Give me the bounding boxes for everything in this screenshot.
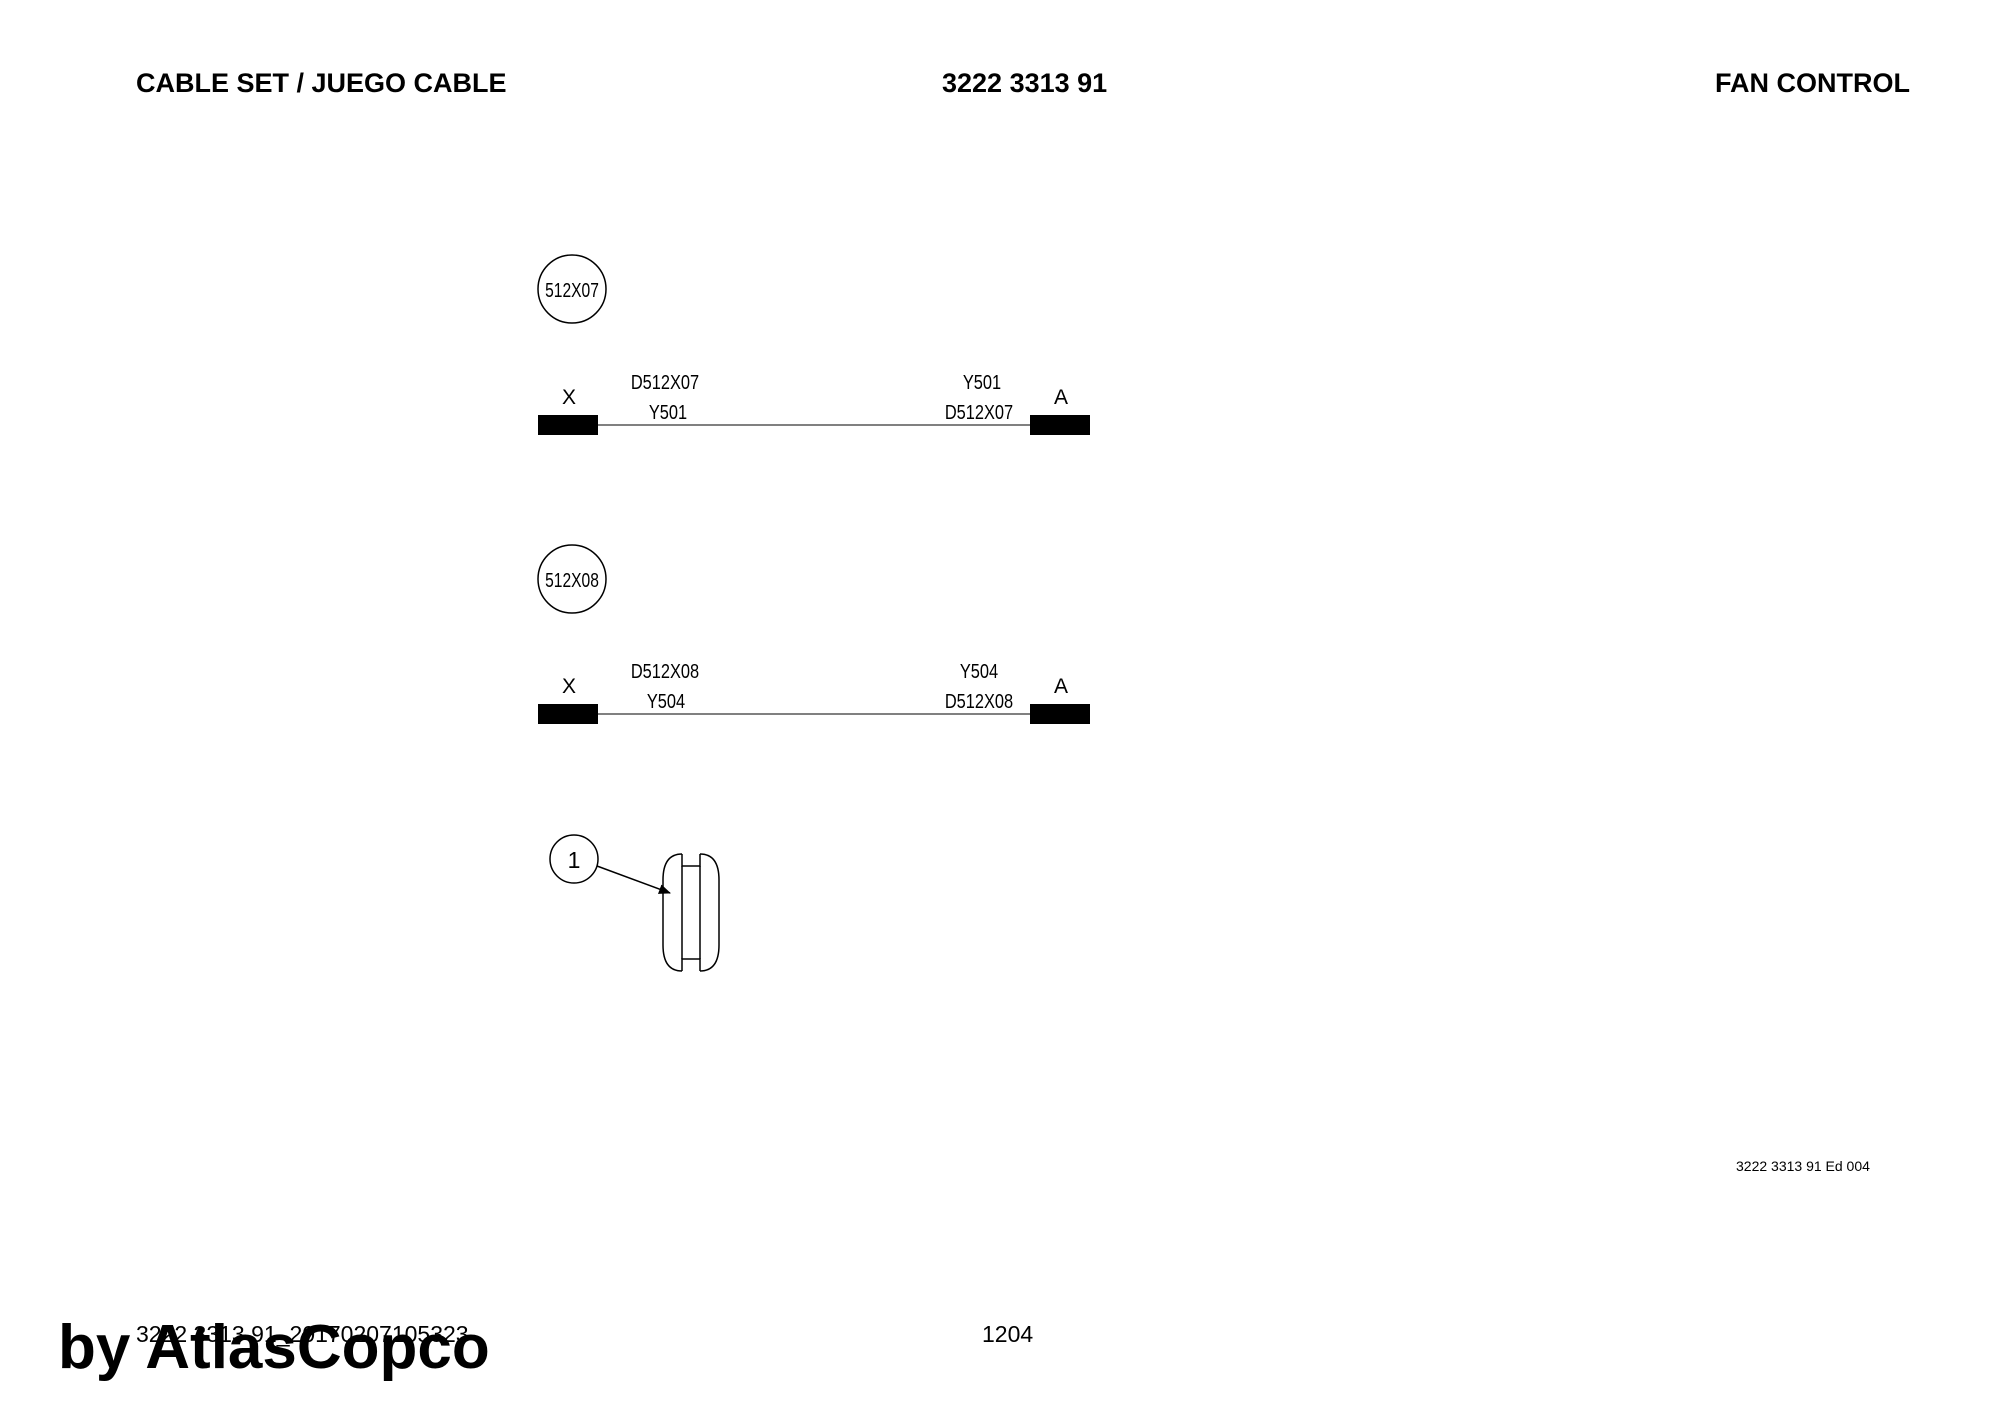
header-right-title: FAN CONTROL bbox=[1715, 68, 1910, 98]
footer-doc-code: 3222 3313 91_20170207105323 bbox=[136, 1321, 469, 1347]
right-wire-label-bottom: D512X08 bbox=[945, 689, 1013, 712]
header-center-code: 3222 3313 91 bbox=[942, 68, 1108, 98]
left-wire-label-top: D512X08 bbox=[631, 659, 699, 682]
cable-id-balloon bbox=[537, 254, 607, 324]
right-wire-label-top: Y504 bbox=[960, 659, 998, 682]
edition-label: 3222 3313 91 Ed 004 bbox=[1736, 1158, 1870, 1174]
item-balloon bbox=[549, 834, 599, 884]
leader-arrow bbox=[596, 865, 671, 894]
grommet-icon bbox=[662, 853, 720, 972]
right-wire-label-bottom: D512X07 bbox=[945, 400, 1013, 423]
connector-left bbox=[538, 704, 598, 724]
right-end-label: A bbox=[1054, 386, 1068, 409]
left-wire-label-bottom: Y504 bbox=[647, 689, 685, 712]
footer-page-number: 1204 bbox=[982, 1321, 1034, 1347]
watermark: by AtlasCopco bbox=[58, 1313, 490, 1382]
header-left-title: CABLE SET / JUEGO CABLE bbox=[136, 68, 507, 98]
cable-assembly-512x08: 512X08 X A D512X08 Y504 Y504 D512X08 bbox=[537, 544, 1090, 724]
left-wire-label-bottom: Y501 bbox=[649, 400, 687, 423]
cable-assembly-512x07: 512X07 X A D512X07 Y501 Y501 D512X07 bbox=[537, 254, 1090, 435]
cable-id-balloon bbox=[537, 544, 607, 614]
right-wire-label-top: Y501 bbox=[963, 370, 1001, 393]
left-wire-label-top: D512X07 bbox=[631, 370, 699, 393]
cable-id-label: 512X07 bbox=[545, 279, 599, 301]
cable-id-label: 512X08 bbox=[545, 569, 599, 591]
right-end-label: A bbox=[1054, 675, 1068, 698]
grommet-assembly: 1 bbox=[549, 834, 720, 972]
connector-right bbox=[1030, 415, 1090, 435]
left-end-label: X bbox=[562, 675, 576, 698]
item-number: 1 bbox=[568, 847, 581, 873]
connector-left bbox=[538, 415, 598, 435]
left-end-label: X bbox=[562, 386, 576, 409]
connector-right bbox=[1030, 704, 1090, 724]
